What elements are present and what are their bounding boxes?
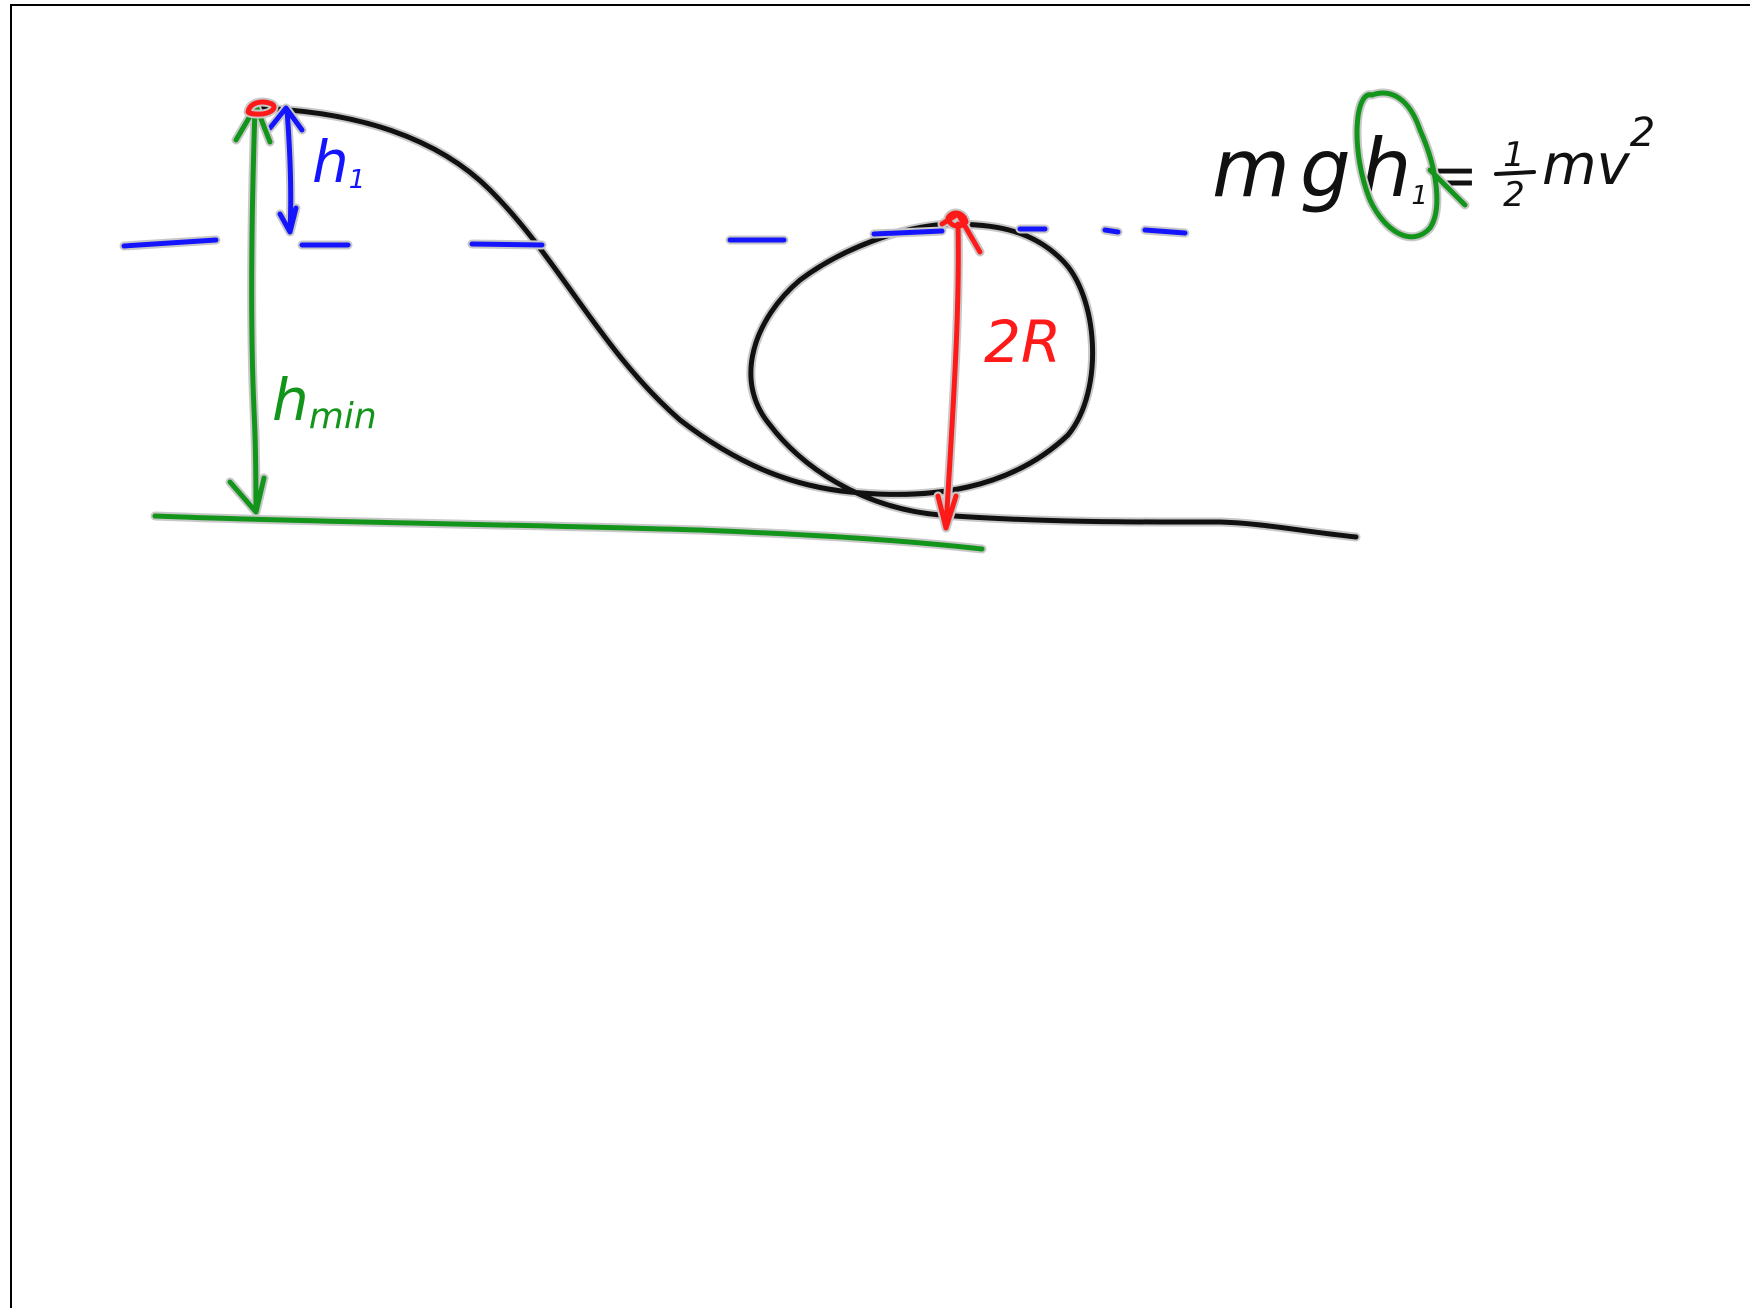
h1-highlight-loop bbox=[1352, 88, 1470, 242]
hmin-arrow bbox=[225, 101, 275, 517]
drawing-canvas bbox=[10, 4, 1750, 1308]
loop-track bbox=[245, 103, 1361, 542]
fraction-numerator: 1 bbox=[1503, 135, 1525, 175]
equation-exponent: 2 bbox=[1630, 110, 1655, 156]
diameter-label: 2R bbox=[984, 308, 1061, 376]
equation-mv: mv bbox=[1542, 133, 1631, 198]
reference-dashed-line bbox=[119, 224, 1190, 251]
h1-label: h1 bbox=[312, 128, 365, 196]
equation-h-subscript: 1 bbox=[1411, 181, 1428, 211]
h1-arrow bbox=[265, 103, 307, 237]
diameter-arrow bbox=[933, 208, 985, 533]
svg-text:mv2: mv2 bbox=[1542, 110, 1655, 198]
fraction-bar bbox=[1494, 170, 1536, 176]
hmin-label: hmin bbox=[272, 366, 377, 437]
equation-g: g bbox=[1300, 122, 1351, 215]
ground-line bbox=[150, 511, 987, 554]
equation-m: m bbox=[1212, 122, 1290, 215]
fraction-denominator: 2 bbox=[1503, 175, 1525, 215]
start-point-marker bbox=[243, 97, 279, 119]
